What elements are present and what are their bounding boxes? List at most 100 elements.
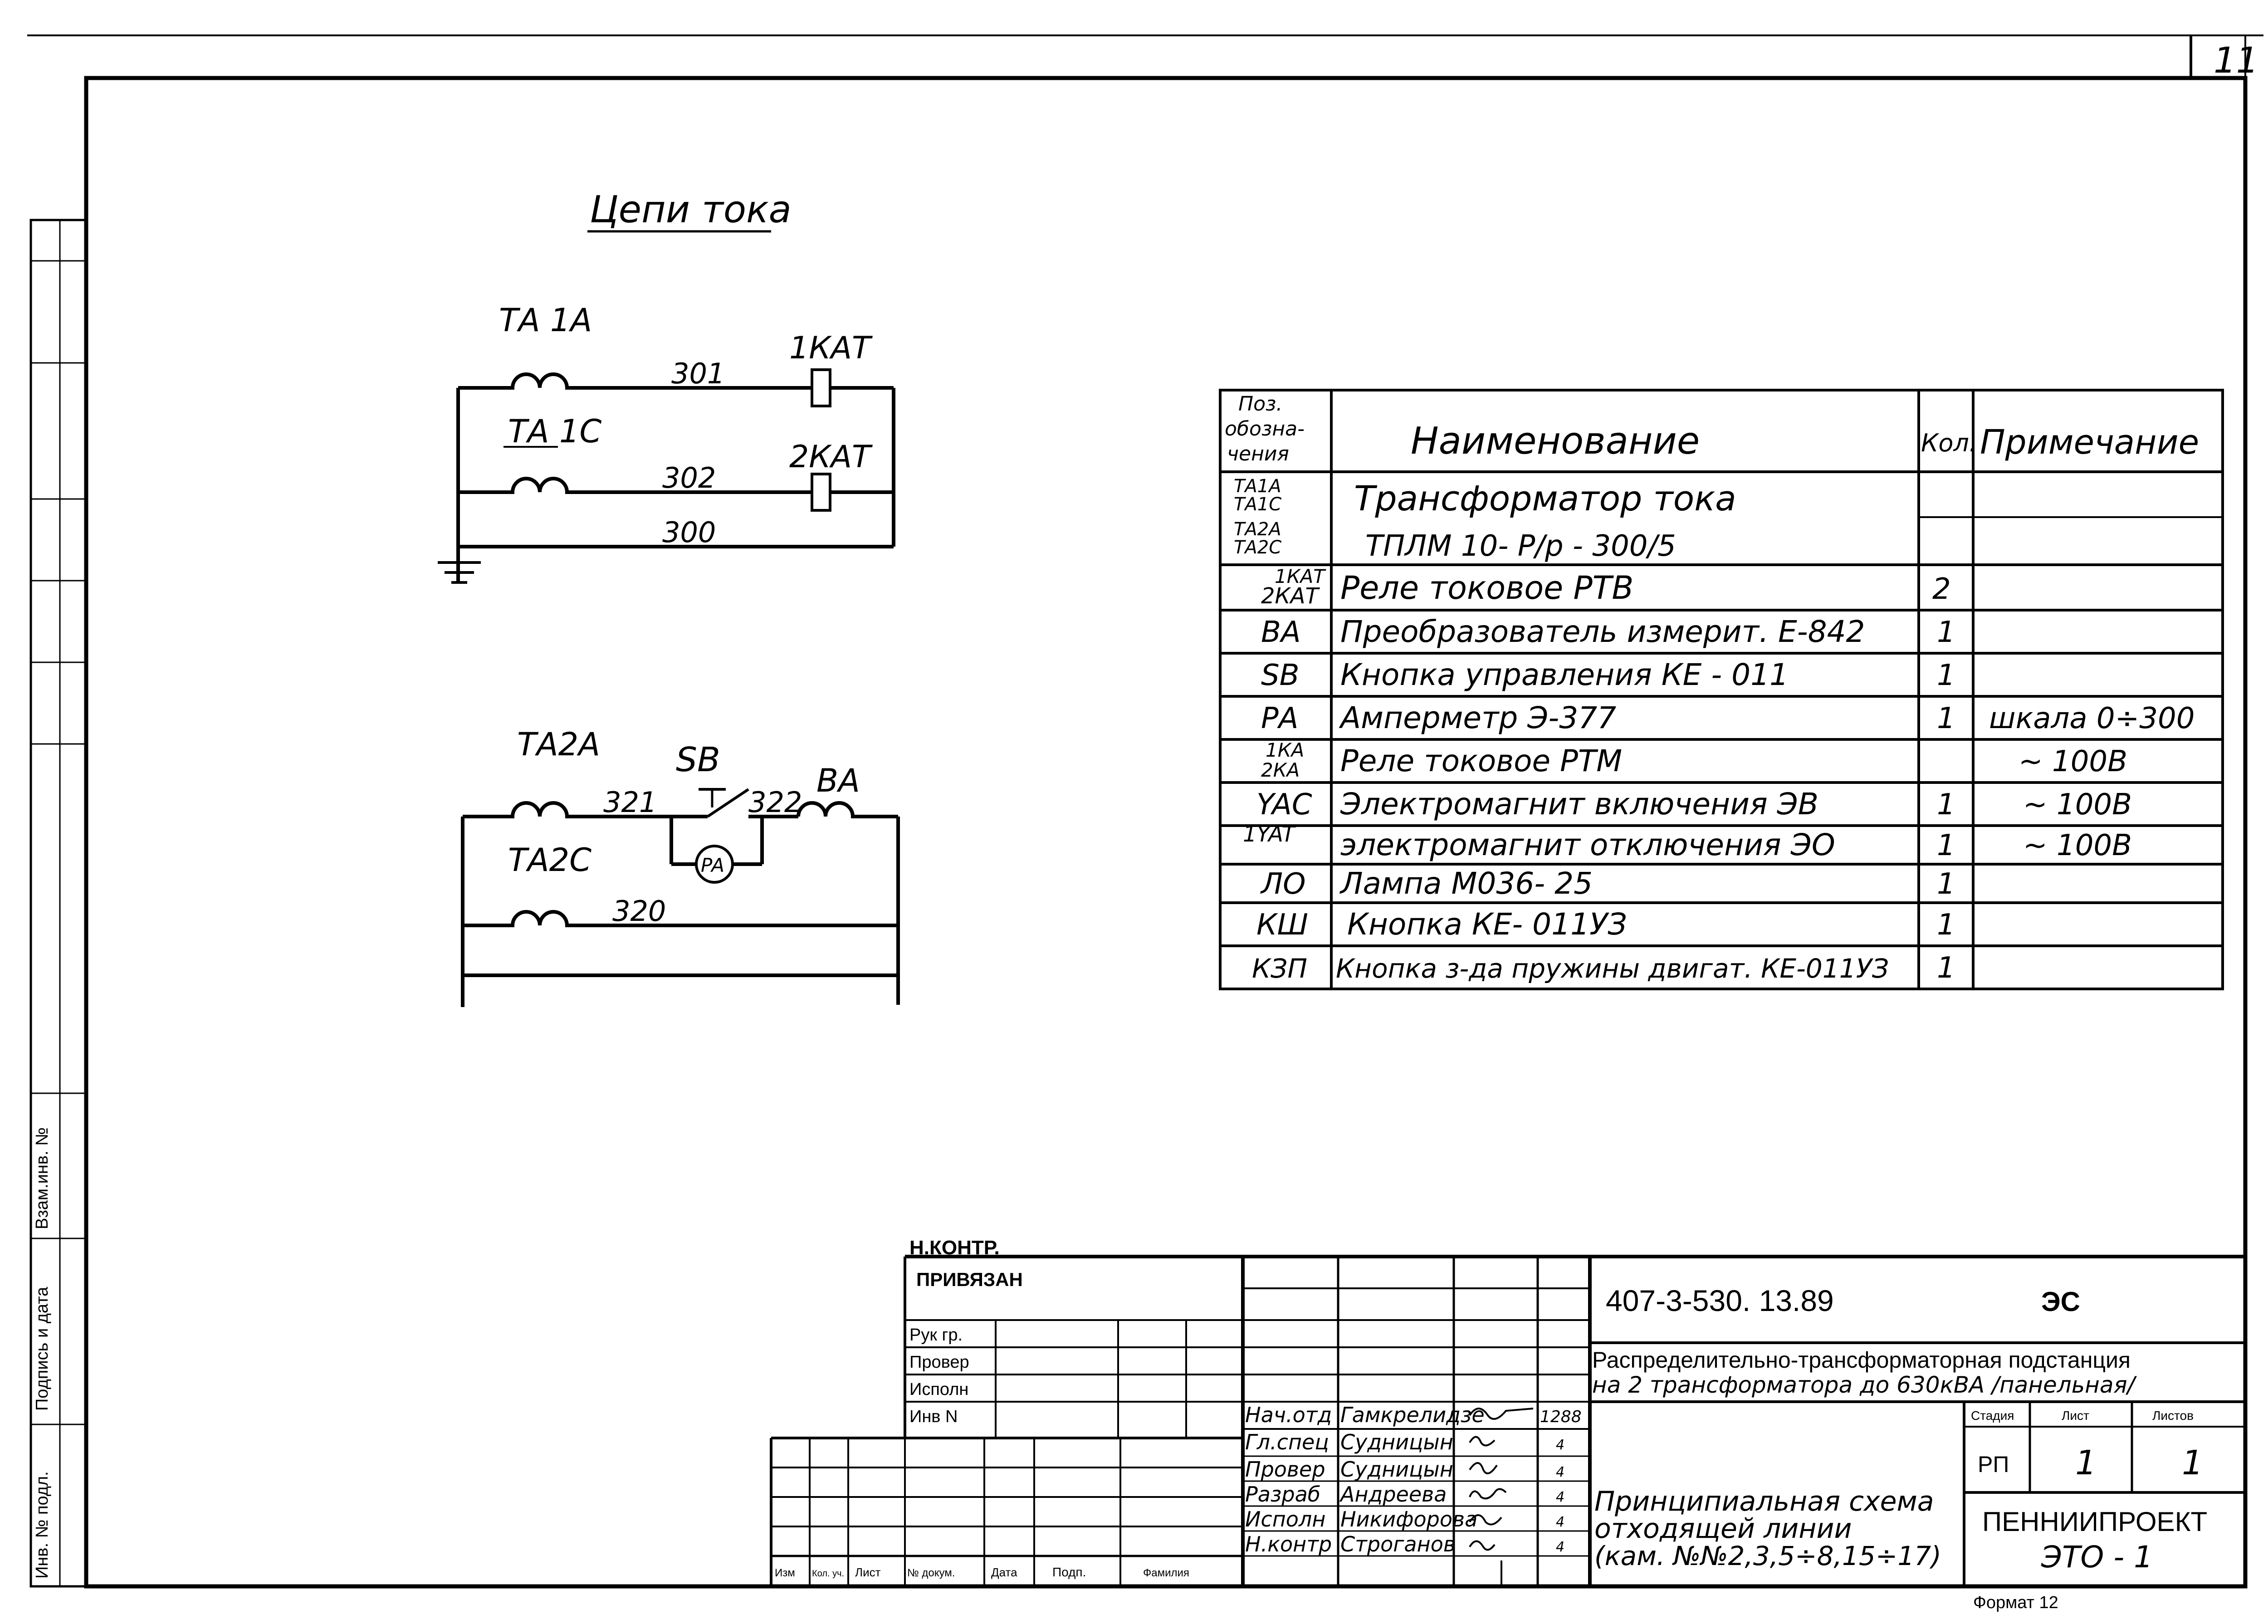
sig-5-name: Никифорова — [1340, 1507, 1477, 1531]
col-fam: Фамилия — [1143, 1567, 1189, 1579]
privyazan-label: ПРИВЯЗАН — [916, 1269, 1023, 1290]
col-doc: № докум. — [907, 1567, 955, 1579]
ta1c-label: ТА 1С — [508, 413, 601, 450]
spec-row-9-pos: 1YAT — [1243, 822, 1296, 847]
spec-row-4-pos: ВА — [1261, 616, 1301, 649]
spec-table — [1219, 389, 2224, 990]
sig-6-date: 4 — [1556, 1539, 1564, 1555]
inv-label: Инв N — [909, 1407, 958, 1426]
spec-row-3-pos2: 2КАТ — [1261, 583, 1320, 609]
circuit-2 — [461, 788, 900, 1007]
wire-320-label: 320 — [612, 895, 666, 928]
spec-row-5-name: Кнопка управления КЕ - 011 — [1340, 657, 1789, 692]
spec-header-note: Примечание — [1980, 423, 2199, 462]
pa-meter-label: PA — [701, 854, 724, 876]
sig-4-name: Андреева — [1339, 1482, 1447, 1507]
n-kontr-label: Н.КОНТР. — [909, 1237, 1000, 1259]
spec-row-12-pos: КЗП — [1252, 953, 1307, 984]
spec-row-12-qty: 1 — [1937, 951, 1955, 985]
spec-row-8-qty: 1 — [1937, 788, 1955, 822]
sig-1-date: 1288 — [1540, 1408, 1582, 1426]
wire-300-label: 300 — [662, 516, 716, 549]
current-circuits-title: Цепи тока — [590, 188, 792, 231]
ba-label: ВА — [816, 762, 860, 799]
wire-302-label: 302 — [662, 461, 716, 494]
spec-header-name: Наименование — [1411, 420, 1700, 463]
spec-row-4-name: Преобразователь измерит. Е-842 — [1340, 614, 1865, 649]
sig-5-date: 4 — [1556, 1514, 1564, 1530]
format-label: Формат 12 — [1973, 1593, 2058, 1612]
spec-row-10-pos: ЛО — [1260, 867, 1306, 901]
col-izm: Изм — [775, 1567, 795, 1579]
sig-1-name: Гамкрелидзе — [1340, 1403, 1485, 1427]
spec-header-pos-3: чения — [1227, 442, 1289, 465]
sig-4-date: 4 — [1556, 1489, 1564, 1505]
circuit-1 — [438, 368, 895, 584]
spec-row-6-note: шкала 0÷300 — [1989, 702, 2195, 735]
spec-row-9-note: ~ 100В — [2023, 829, 2132, 862]
spec-row-7-name: Реле токовое РТМ — [1340, 744, 1622, 778]
sig-3-date: 4 — [1556, 1464, 1564, 1480]
drawing-title-2: отходящей линии — [1594, 1513, 1852, 1545]
spec-row-4-qty: 1 — [1937, 616, 1955, 649]
spec-row-3-pos1: 1КАТ — [1275, 565, 1326, 587]
spec-row-1-pos1: ТА1А — [1234, 476, 1281, 497]
1kat-label: 1КАТ — [789, 330, 873, 366]
margin-sign-label: Подпись и дата — [33, 1286, 52, 1411]
2kat-label: 2КАТ — [789, 439, 873, 475]
organization-code: ЭТО - 1 — [2041, 1540, 2153, 1575]
spec-row-6-pos: РА — [1261, 702, 1298, 735]
wire-301-label: 301 — [671, 357, 725, 390]
spec-row-7-pos2: 2КА — [1261, 759, 1300, 781]
organization-name: ПЕННИИПРОЕКТ — [1982, 1507, 2207, 1537]
col-list: Лист — [855, 1565, 881, 1579]
sig-3-name: Судницын — [1340, 1457, 1453, 1482]
spec-row-11-name: Кнопка КЕ- 011УЗ — [1347, 907, 1627, 942]
spec-row-9-name: электромагнит отключения ЭО — [1340, 827, 1835, 862]
col-podp: Подп. — [1052, 1565, 1086, 1579]
ruk-label: Рук гр. — [909, 1326, 963, 1345]
sig-4-role: Разраб — [1245, 1482, 1320, 1507]
project-line-1: Распределительно-трансформаторная подста… — [1592, 1347, 2131, 1373]
ispoln-label: Исполн — [909, 1380, 968, 1399]
sheets-header: Листов — [2152, 1409, 2194, 1423]
sheet-header: Лист — [2062, 1409, 2089, 1423]
stage-value: РП — [1978, 1452, 2009, 1477]
doc-code: 407-3-530. 13.89 — [1606, 1284, 1834, 1317]
margin-inv-label: Инв. № подл. — [33, 1471, 52, 1579]
spec-header-qty: Кол. — [1921, 429, 1977, 457]
spec-row-3-name: Реле токовое РТВ — [1340, 569, 1633, 607]
spec-row-6-name: Амперметр Э-377 — [1339, 700, 1616, 735]
sig-6-name: Строганов — [1340, 1532, 1456, 1556]
sig-1-role: Нач.отд — [1245, 1403, 1332, 1427]
spec-row-8-note: ~ 100В — [2023, 788, 2132, 822]
title-block — [770, 1255, 2245, 1586]
col-data: Дата — [991, 1565, 1017, 1579]
ta2c-label: ТА2С — [508, 841, 591, 879]
spec-row-8-pos: YAC — [1256, 788, 1312, 822]
spec-row-3-qty: 2 — [1932, 572, 1951, 606]
drawing-title-3: (кам. №№2,3,5÷8,15÷17) — [1594, 1541, 1941, 1571]
wire-321-label: 321 — [603, 786, 657, 819]
spec-row-9-qty: 1 — [1937, 829, 1955, 862]
spec-row-8-name: Электромагнит включения ЭВ — [1340, 787, 1818, 822]
sb-label: SB — [676, 740, 720, 779]
sheet-number: 11 — [2214, 40, 2258, 81]
sig-5-role: Исполн — [1245, 1507, 1325, 1531]
spec-row-5-qty: 1 — [1937, 659, 1955, 692]
sig-2-date: 4 — [1556, 1437, 1564, 1453]
spec-row-11-qty: 1 — [1937, 908, 1955, 942]
spec-row-2-pos1: ТА2А — [1234, 519, 1281, 540]
doc-mark: ЭС — [2041, 1286, 2080, 1317]
spec-row-5-pos: SB — [1261, 659, 1300, 692]
signature-block: Нач.отд Гамкрелидзе 1288 Гл.спец Судницы… — [1245, 1403, 1582, 1556]
col-kol: Кол. уч. — [812, 1569, 844, 1579]
left-margin-strip — [29, 219, 88, 1588]
spec-row-10-qty: 1 — [1937, 867, 1955, 901]
spec-header-pos-2: обозна- — [1225, 417, 1305, 440]
spec-row-10-name: Лампа М036- 25 — [1339, 866, 1593, 901]
sheets-value: 1 — [2182, 1443, 2203, 1482]
sig-3-role: Провер — [1245, 1457, 1325, 1482]
ta2a-label: ТА2А — [517, 726, 600, 763]
